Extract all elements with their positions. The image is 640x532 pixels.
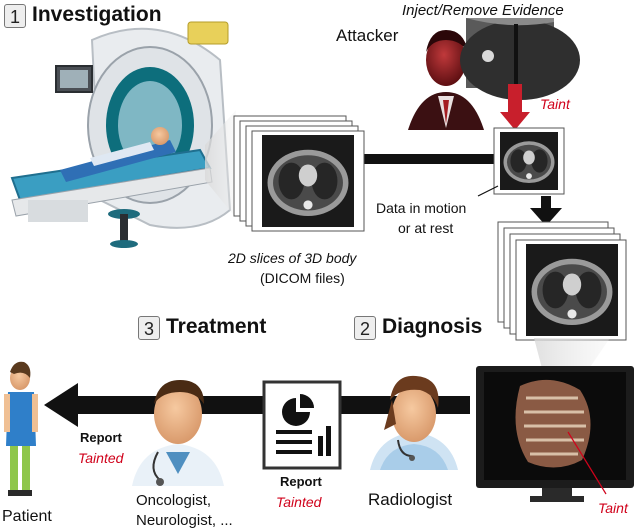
taint-label-top: Taint	[540, 96, 570, 112]
step-number-investigation: 1	[4, 4, 26, 28]
neurologist-label: Neurologist, ...	[136, 512, 233, 529]
report-flow-arrowhead	[44, 383, 78, 427]
taint-arrow	[500, 84, 530, 130]
report-label-mid: Report	[280, 474, 322, 489]
patient-label: Patient	[2, 508, 52, 525]
dicom-files-label: (DICOM files)	[260, 270, 345, 286]
step-title-diagnosis: Diagnosis	[382, 315, 483, 338]
connector-slices-to-data	[360, 154, 500, 164]
attacker-label: Attacker	[336, 26, 399, 45]
patient-figure	[4, 361, 38, 496]
tainted-slice-stack	[497, 221, 627, 341]
step-number-diagnosis: 2	[354, 316, 376, 340]
inject-evidence-image	[460, 18, 580, 100]
attacker-figure	[408, 30, 484, 130]
data-in-motion-slice	[493, 127, 565, 195]
down-arrow-to-stack	[530, 208, 562, 226]
tainted-label-mid: Tainted	[276, 494, 322, 510]
step-title-investigation: Investigation	[32, 3, 162, 26]
dicom-slice-stack	[233, 115, 365, 232]
radiologist-label: Radiologist	[368, 490, 453, 509]
radiologist-figure	[370, 375, 458, 470]
inject-remove-label: Inject/Remove Evidence	[402, 2, 564, 19]
oncologist-label: Oncologist,	[136, 492, 212, 509]
tainted-label-left: Tainted	[78, 450, 124, 466]
data-pointer-line	[477, 185, 499, 197]
taint-pointer-line	[567, 431, 607, 495]
or-at-rest-label: or at rest	[398, 220, 454, 236]
slices-label: 2D slices of 3D body	[228, 250, 357, 266]
taint-label-bottom: Taint	[598, 500, 628, 516]
report-document	[262, 380, 342, 470]
step-title-treatment: Treatment	[166, 315, 267, 338]
doctor-figure	[132, 380, 224, 486]
data-in-motion-label: Data in motion	[376, 200, 467, 216]
radiology-monitor	[476, 366, 634, 502]
ct-scanner-illustration	[10, 21, 232, 248]
scan-beam	[205, 110, 236, 218]
step-number-treatment: 3	[138, 316, 160, 340]
report-label-left: Report	[80, 430, 122, 445]
